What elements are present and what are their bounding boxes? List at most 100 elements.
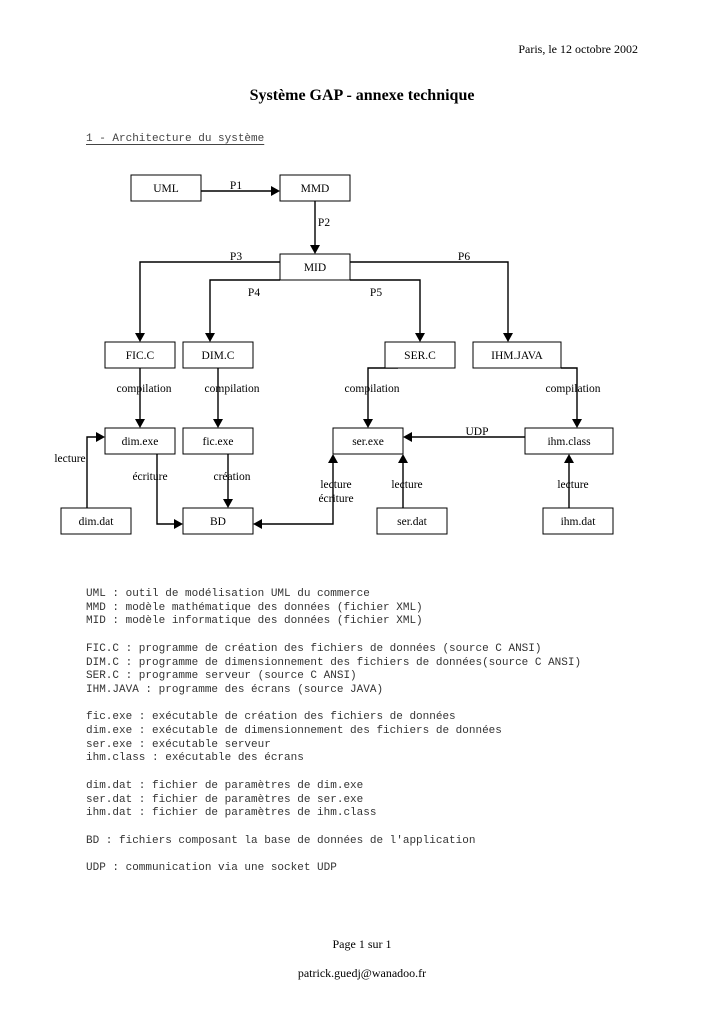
glossary-entry: BD : fichiers composant la base de donné…: [86, 834, 476, 847]
edge-p6: [350, 261, 509, 334]
node-label: MMD: [301, 183, 330, 195]
node-label: DIM.C: [202, 350, 235, 362]
node-ihm-dat: ihm.dat: [542, 507, 614, 535]
glossary-group: fic.exe : exécutable de création des fic…: [86, 711, 581, 766]
node-ser-c: SER.C: [384, 341, 456, 369]
edge-label-p2: P2: [318, 217, 330, 229]
author-email: patrick.guedj@wanadoo.fr: [297, 966, 427, 980]
node-fic-c: FIC.C: [104, 341, 176, 369]
arrowhead: [503, 333, 513, 342]
arrowhead: [328, 454, 338, 463]
node-label: IHM.JAVA: [491, 350, 543, 362]
node-label: UML: [153, 183, 179, 195]
edge-label-p3: P3: [230, 251, 242, 263]
arrowhead: [403, 432, 412, 442]
node-label: MID: [304, 262, 326, 274]
section-heading: 1 - Architecture du système: [86, 133, 265, 145]
edge-p3: [139, 261, 280, 334]
nodes: UML MMD MID FIC.C DIM.C SER.C IHM.JAVA: [60, 174, 614, 535]
page-title: Système GAP - annexe technique: [249, 87, 475, 104]
glossary-entry: dim.exe : exécutable de dimensionnement …: [86, 725, 502, 737]
node-label: dim.exe: [122, 436, 159, 448]
page-number: Page 1 sur 1: [332, 937, 392, 951]
edge-p5: [350, 279, 421, 334]
edge-p4: [209, 279, 280, 334]
edge-lecture-ecriture-bd: [261, 462, 334, 525]
glossary-group: FIC.C : programme de création des fichie…: [86, 643, 581, 698]
arrowhead: [253, 519, 262, 529]
glossary-entry: dim.dat : fichier de paramètres de dim.e…: [86, 779, 364, 792]
arrowhead: [363, 419, 373, 428]
arrowhead: [135, 333, 145, 342]
arrowhead: [271, 186, 280, 196]
node-label: SER.C: [404, 350, 436, 362]
glossary-group: UML : outil de modélisation UML du comme…: [86, 588, 581, 629]
node-dim-dat: dim.dat: [60, 507, 132, 535]
node-dim-c: DIM.C: [182, 341, 254, 369]
node-label: dim.dat: [79, 516, 115, 528]
edge-label-udp: UDP: [465, 426, 488, 438]
node-uml: UML: [130, 174, 202, 202]
glossary-entry: ihm.class : exécutable des écrans: [86, 752, 304, 765]
glossary-entry: DIM.C : programme de dimensionnement des…: [86, 656, 582, 669]
node-dim-exe: dim.exe: [104, 427, 176, 455]
node-ser-dat: ser.dat: [376, 507, 448, 535]
node-ser-exe: ser.exe: [332, 427, 404, 455]
node-label: BD: [210, 516, 226, 528]
edge-label-compilation: compilation: [345, 383, 400, 395]
node-ihm-java: IHM.JAVA: [472, 341, 562, 369]
arrowhead: [223, 499, 233, 508]
edge-label-p6: P6: [458, 251, 470, 263]
edge-label-p1: P1: [230, 180, 242, 192]
arrowhead: [135, 419, 145, 428]
arrowhead: [398, 454, 408, 463]
edge-label-lecture: lecture: [557, 479, 588, 491]
arrowhead: [96, 432, 105, 442]
edge-label-lecture: lecture: [391, 479, 422, 491]
glossary-entry: MMD : modèle mathématique des données (f…: [86, 601, 423, 614]
glossary-entry: MID : modèle informatique des données (f…: [86, 615, 423, 628]
node-bd: BD: [182, 507, 254, 535]
glossary-group: UDP : communication via une socket UDP: [86, 862, 581, 876]
edge-label-compilation: compilation: [117, 383, 172, 395]
glossary-entry: UDP : communication via une socket UDP: [86, 861, 337, 874]
node-label: ser.dat: [397, 516, 428, 528]
edge-label-p5: P5: [370, 287, 382, 299]
arrowhead: [310, 245, 320, 254]
node-mmd: MMD: [279, 174, 351, 202]
document-date: Paris, le 12 octobre 2002: [518, 42, 638, 56]
edge-ecriture-dim: [156, 454, 175, 525]
node-fic-exe: fic.exe: [182, 427, 254, 455]
glossary-entry: FIC.C : programme de création des fichie…: [86, 642, 542, 655]
node-label: ser.exe: [352, 436, 384, 448]
edge-label-ecriture: écriture: [132, 471, 167, 483]
glossary: UML : outil de modélisation UML du comme…: [86, 588, 581, 889]
glossary-entry: ihm.dat : fichier de paramètres de ihm.c…: [86, 807, 377, 820]
edge-label-lecture: lecture: [320, 479, 351, 491]
edge-labels: P1 P2 P3 P4 P5 P6 compilation compilatio…: [54, 180, 600, 505]
arrowhead: [205, 333, 215, 342]
glossary-entry: IHM.JAVA : programme des écrans (source …: [86, 683, 384, 696]
edge-label-ecriture: écriture: [318, 493, 353, 505]
edge-compilation-ihm: [561, 367, 578, 420]
node-label: ihm.class: [547, 436, 591, 448]
glossary-group: BD : fichiers composant la base de donné…: [86, 835, 581, 849]
edge-label-compilation: compilation: [546, 383, 601, 395]
arrowhead: [564, 454, 574, 463]
node-label: FIC.C: [126, 350, 155, 362]
arrowhead: [213, 419, 223, 428]
node-mid: MID: [279, 253, 351, 281]
edge-lecture-dim: [86, 436, 97, 508]
edge-label-compilation: compilation: [205, 383, 260, 395]
edge-label-creation: création: [213, 471, 250, 483]
glossary-entry: UML : outil de modélisation UML du comme…: [86, 588, 370, 600]
arrowhead: [415, 333, 425, 342]
glossary-entry: fic.exe : exécutable de création des fic…: [86, 711, 456, 724]
arrowhead: [174, 519, 183, 529]
edge-label-p4: P4: [248, 287, 260, 299]
node-label: fic.exe: [203, 436, 234, 448]
node-label: ihm.dat: [561, 516, 597, 528]
glossary-entry: ser.dat : fichier de paramètres de ser.e…: [86, 793, 364, 806]
arrowhead: [572, 419, 582, 428]
glossary-entry: SER.C : programme serveur (source C ANSI…: [86, 670, 357, 683]
